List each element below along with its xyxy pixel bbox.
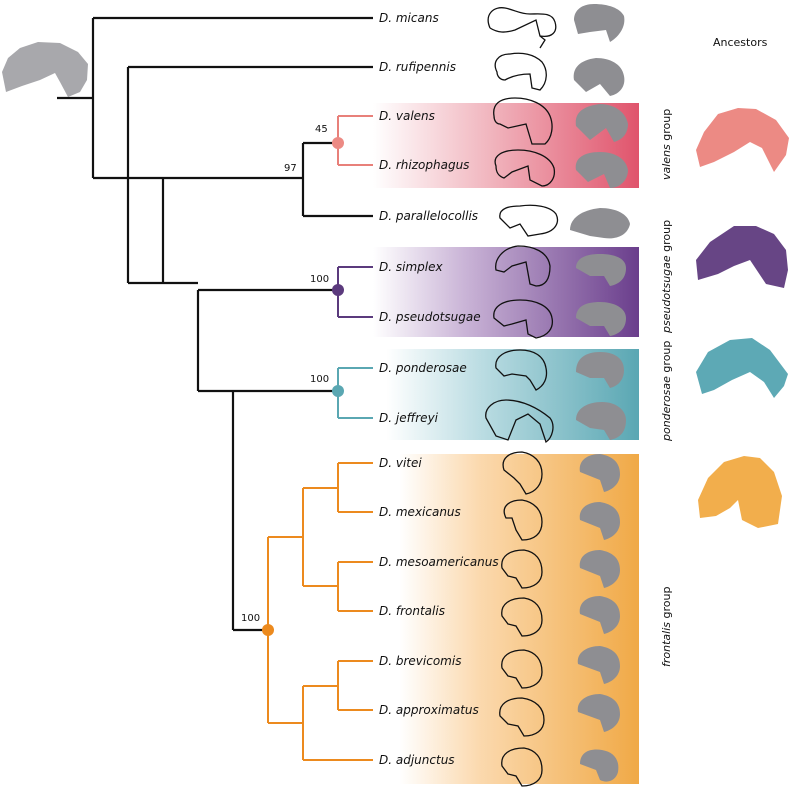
taxon-label: D. brevicomis <box>379 654 462 668</box>
ponderosae-node-marker <box>332 385 344 397</box>
ponderosae-group-label: ponderosae group <box>660 340 673 441</box>
pseudotsugae-ancestor-shape <box>696 226 788 288</box>
ponderosae-ancestor-shape <box>696 338 788 398</box>
taxon-label: D. rufipennis <box>379 60 456 74</box>
taxon-label: D. approximatus <box>379 703 479 717</box>
valens-node-marker <box>332 137 344 149</box>
taxon-label: D. adjunctus <box>379 753 455 767</box>
taxon-label: D. mesoamericanus <box>379 555 499 569</box>
taxon-label: D. frontalis <box>379 604 445 618</box>
valens-ancestor-shape <box>696 108 789 172</box>
taxon-label: D. jeffreyi <box>379 411 438 425</box>
frontalis-branches <box>267 462 373 761</box>
taxon-label: D. simplex <box>379 260 443 274</box>
landmark-outlines <box>485 7 559 787</box>
support-value-parallelocollis-clade: 97 <box>284 163 297 174</box>
frontalis-ancestor-shape <box>698 456 782 528</box>
pseudotsugae-group-label: pseudotsugae group <box>660 219 673 333</box>
frontalis-group-label: frontalis group <box>660 586 673 667</box>
taxon-label: D. rhizophagus <box>379 158 470 172</box>
root-ancestor-shape <box>2 42 88 97</box>
valens-group-label: valens group <box>660 108 673 180</box>
taxon-label: D. pseudotsugae <box>379 310 481 324</box>
pseudotsugae-node-marker <box>332 284 344 296</box>
ancestors-title: Ancestors <box>713 36 768 49</box>
support-value-pseudotsugae: 100 <box>310 274 330 285</box>
taxon-label: D. vitei <box>379 456 422 470</box>
support-value-valens: 45 <box>315 124 328 135</box>
taxon-label: D. micans <box>379 11 439 25</box>
support-value-frontalis: 100 <box>241 613 261 624</box>
frontalis-node-marker <box>262 624 274 636</box>
taxon-label: D. mexicanus <box>379 505 461 519</box>
taxon-label: D. parallelocollis <box>379 209 479 223</box>
taxon-label: D. valens <box>379 109 435 123</box>
specimen-photos <box>570 4 630 782</box>
support-value-ponderosae: 100 <box>310 374 330 385</box>
taxon-label: D. ponderosae <box>379 361 467 375</box>
black-branches <box>57 16 373 632</box>
